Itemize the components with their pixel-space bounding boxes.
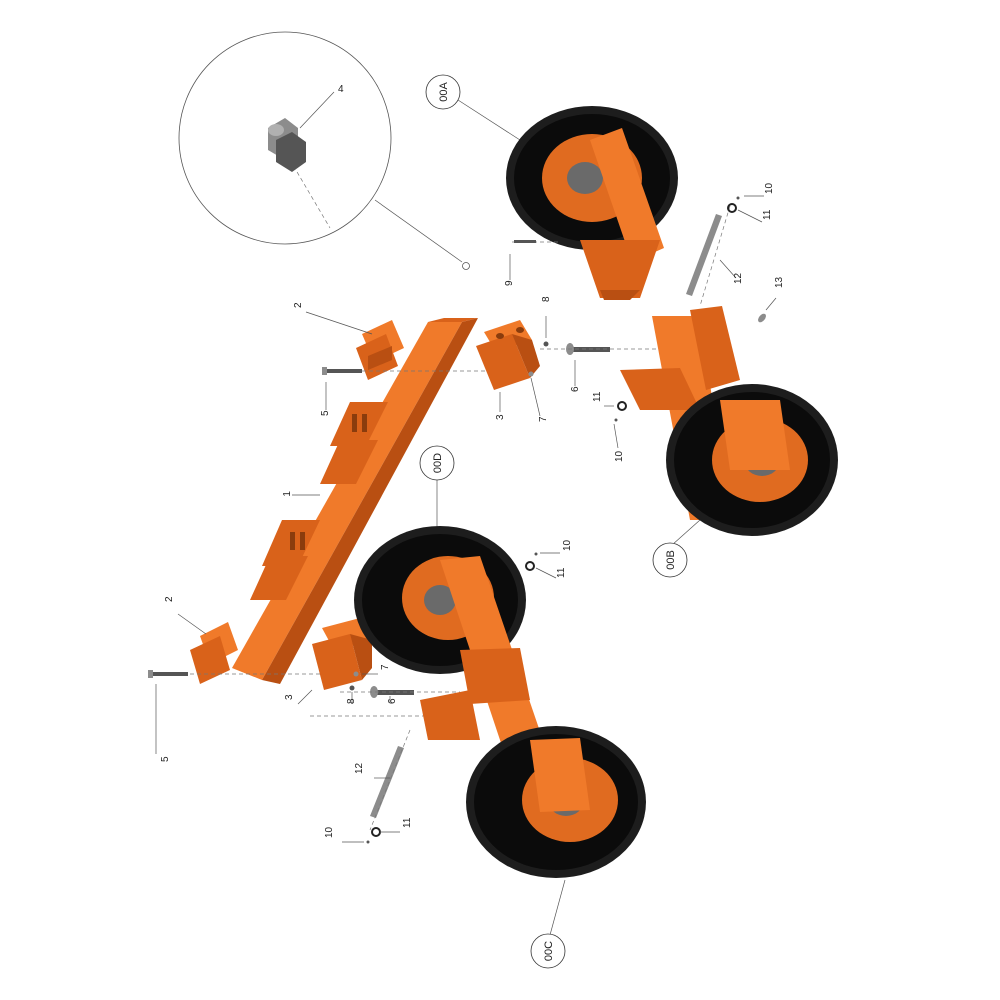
label-8a: 8 [541, 296, 552, 302]
label-3b: 3 [284, 694, 295, 700]
label-6a: 6 [570, 386, 581, 392]
clamp-plate-upper [356, 320, 404, 380]
label-6b: 6 [387, 698, 398, 704]
label-9: 9 [504, 280, 515, 286]
axle-pin-lower [370, 686, 414, 698]
callout-00A: 00A [425, 74, 521, 141]
label-12a: 12 [733, 272, 744, 284]
label-5a: 5 [320, 410, 331, 416]
clamp-plate-lower [190, 622, 238, 684]
label-11c: 11 [556, 567, 567, 578]
label-10b: 10 [614, 450, 625, 462]
wheel-assembly-00C [466, 726, 646, 878]
svg-text:00B: 00B [665, 550, 677, 570]
label-11a: 11 [762, 209, 773, 220]
pin-lower-left [370, 746, 404, 818]
label-1: 1 [282, 491, 293, 497]
label-12b: 12 [354, 762, 365, 774]
pin-upper-right [686, 214, 722, 296]
label-7a: 7 [538, 416, 549, 422]
label-2a: 2 [293, 302, 304, 308]
wheel-assembly-00A [506, 106, 678, 300]
bolt-lower [148, 670, 188, 678]
wheel-assembly-00B [620, 306, 838, 536]
label-10c: 10 [562, 539, 573, 551]
label-7b: 7 [380, 664, 391, 670]
label-5b: 5 [160, 756, 171, 762]
callout-00B: 00B [652, 519, 701, 578]
label-4: 4 [338, 84, 344, 95]
label-8b: 8 [346, 698, 357, 704]
bearing-block-upper [476, 320, 540, 390]
detail-view-grease-nipple: 4 [178, 31, 470, 270]
label-11d: 11 [402, 817, 413, 828]
callout-00D: 00D [419, 445, 455, 540]
svg-text:00D: 00D [432, 453, 444, 473]
callout-00C: 00C [530, 879, 566, 969]
label-10a: 10 [764, 182, 775, 194]
main-beam-part [232, 318, 478, 684]
svg-text:00C: 00C [543, 941, 555, 961]
svg-text:00A: 00A [438, 82, 450, 102]
label-3a: 3 [495, 414, 506, 420]
label-13: 13 [774, 276, 785, 288]
grease-nipple-part [268, 118, 306, 172]
bolt-upper [322, 367, 362, 375]
label-2b: 2 [164, 596, 175, 602]
label-11b: 11 [592, 391, 603, 402]
label-10d: 10 [324, 826, 335, 838]
